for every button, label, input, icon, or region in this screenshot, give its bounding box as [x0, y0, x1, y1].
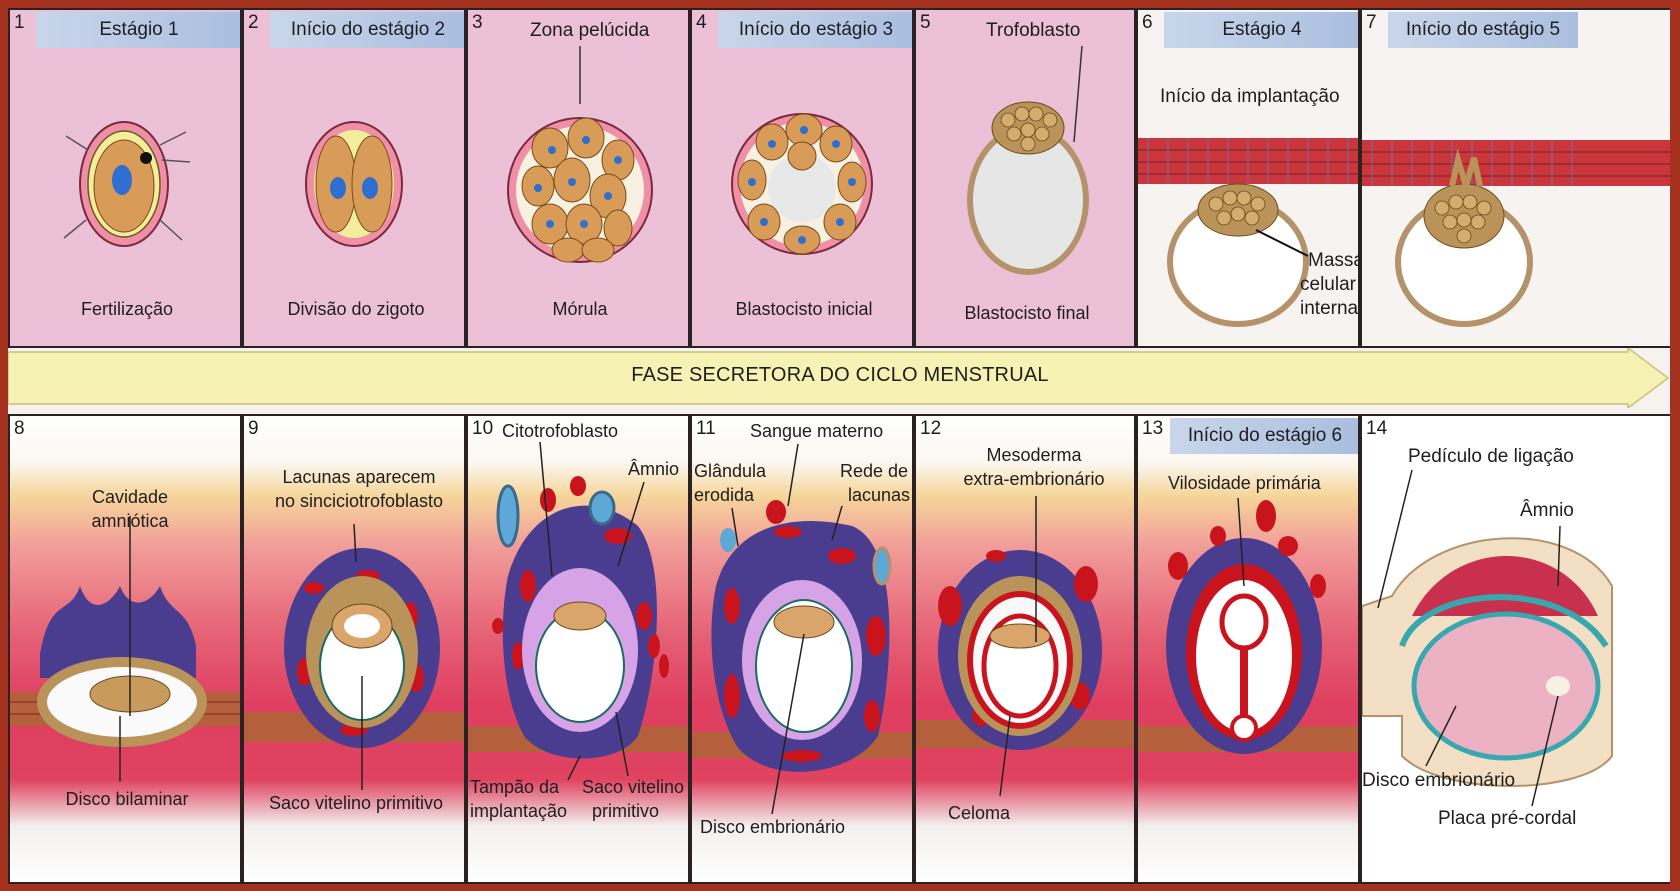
panel-stage-8: 8 Cavidade amniótica Disco bilaminar	[8, 414, 242, 884]
panel-stage-6: 6 Estágio 4 Início da implantação Massa …	[1136, 8, 1360, 348]
yolk-sac-label-1: Saco vitelino	[582, 776, 684, 798]
stage-caption: Mórula	[468, 298, 690, 320]
inner-cell-mass-label-2: celular	[1300, 274, 1356, 296]
panel-stage-13: 13 Início do estágio 6 Vilosidade primár…	[1136, 414, 1360, 884]
primary-villi-illustration	[1138, 416, 1360, 884]
bilaminar-disc-illustration	[10, 416, 242, 884]
diagram-board: 1 Estágio 1 Fertilização 2 Início do est…	[8, 8, 1670, 884]
panel-stage-11: 11 Sangue materno Glândula erodida Rede …	[690, 414, 914, 884]
panel-stage-10: 10 Citotrofoblasto Âmnio Tampão da impla…	[466, 414, 690, 884]
stage-caption: Blastocisto final	[916, 302, 1136, 324]
primitive-yolk-sac-label: Saco vitelino primitivo	[244, 792, 466, 814]
panel-stage-4: 4 Início do estágio 3 Blastocisto inicia…	[690, 8, 914, 348]
prechordal-plate-label: Placa pré-cordal	[1438, 808, 1576, 830]
panel-stage-14: 14 Pedículo de ligação Âmnio Disco embri…	[1360, 414, 1670, 884]
panel-stage-7: 7 Início do estágio 5	[1360, 8, 1670, 348]
inner-cell-mass-label-1: Massa	[1308, 250, 1360, 272]
menstrual-phase-label: FASE SECRETORA DO CICLO MENSTRUAL	[0, 364, 1680, 387]
yolk-sac-label-2: primitivo	[592, 800, 659, 822]
late-blastocyst-illustration	[916, 10, 1136, 348]
stage-caption: Divisão do zigoto	[244, 298, 466, 320]
implantation-progress-illustration	[1362, 10, 1670, 348]
panel-stage-1: 1 Estágio 1 Fertilização	[8, 8, 242, 348]
lacunar-network-illustration	[692, 416, 914, 884]
bilaminar-disc-label: Disco bilaminar	[10, 788, 242, 810]
panel-stage-3: 3 Zona pelúcida Mórula	[466, 8, 690, 348]
stage-caption: Fertilização	[10, 298, 242, 320]
embryonic-disc-label: Disco embrionário	[1362, 770, 1515, 792]
panel-stage-2: 2 Início do estágio 2 Divisão do zigoto	[242, 8, 466, 348]
implantation-plug-label-2: implantação	[470, 800, 567, 822]
stage-caption: Blastocisto inicial	[692, 298, 914, 320]
embryonic-disc-label: Disco embrionário	[700, 816, 845, 838]
inner-cell-mass-label-3: interna	[1300, 298, 1358, 320]
implantation-plug-label-1: Tampão da	[470, 776, 559, 798]
panel-stage-12: 12 Mesoderma extra-embrionário Celoma	[914, 414, 1136, 884]
panel-stage-9: 9 Lacunas aparecem no sinciciotrofoblast…	[242, 414, 466, 884]
coelom-label: Celoma	[948, 802, 1010, 824]
panel-stage-5: 5 Trofoblasto Blastocisto final	[914, 8, 1136, 348]
